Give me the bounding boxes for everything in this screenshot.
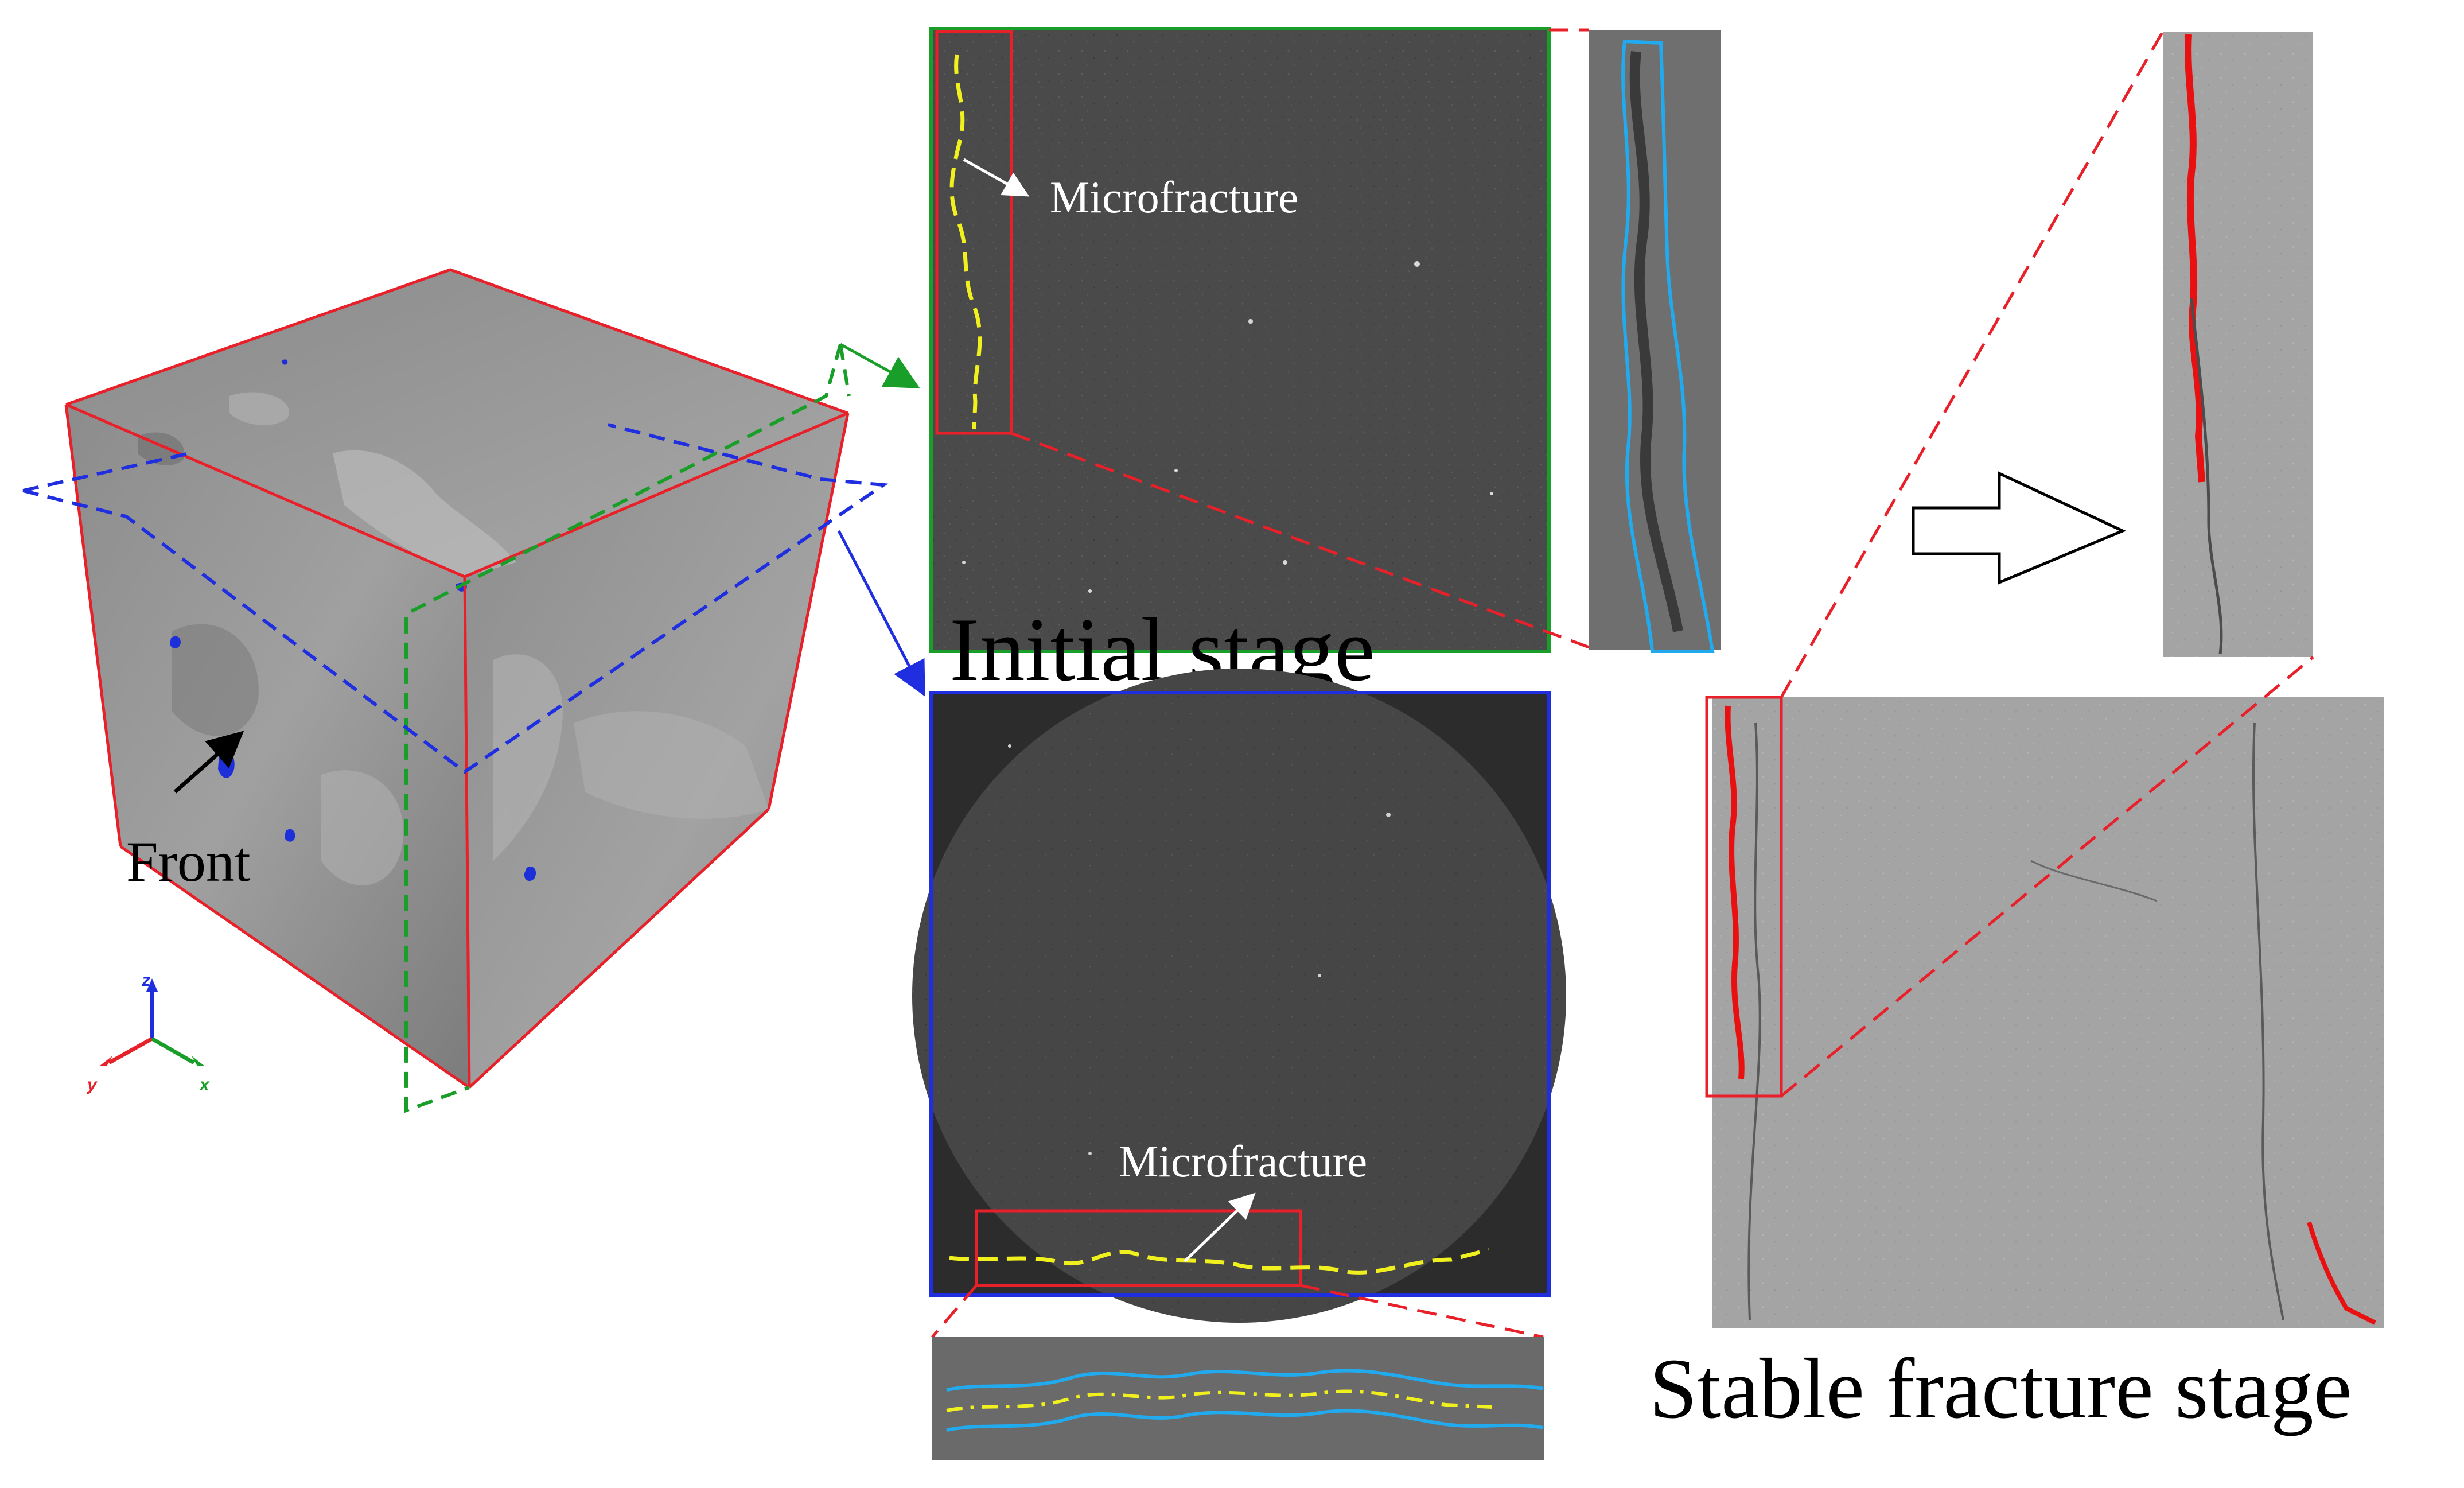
slice-speckles [962,261,1493,593]
blue-connector-arrow [837,530,925,697]
green-connector-arrow [839,343,920,388]
fracture-trace-vertical [949,54,982,430]
zoom-lines-bottom [931,1284,1544,1339]
ct-slice-vertical: Microfracture [929,27,1551,653]
microfracture-arrow-top [963,158,1030,197]
zoom-strip-horizontal [932,1337,1544,1460]
horizontal-section-plane [22,423,889,774]
axis-y-label: y [86,1075,98,1094]
microfracture-arrow-bottom [1184,1192,1256,1262]
microfracture-label-bottom: Microfracture [1119,1136,1367,1186]
front-label: Front [126,830,251,893]
zoom-lines-stable [1780,30,2314,1097]
horizontal-plane-left-edge [22,452,190,492]
fracture-trace-strip [946,1389,1492,1412]
coordinate-axes: z y x [86,971,210,1094]
front-arrow [173,731,244,794]
vertical-section-plane [404,344,842,1113]
vertical-plane-top-edge [839,344,851,397]
fracture-fill-stable [1725,705,1745,1079]
fracture-outline-horizontal [946,1369,1544,1392]
axis-x-label: x [198,1075,210,1094]
fracture-outline-vertical [1621,39,1715,653]
roi-box-horizontal [975,1209,1302,1287]
zoom-lines-top [1011,28,1590,649]
zoom-strip-stable [2163,32,2313,657]
roi-box-stable [1705,696,1783,1098]
cube-3d: Front [22,268,889,1113]
fracture-fill-stable-corner [2307,1221,2376,1325]
ct-slice-stable [1705,696,2384,1328]
cube-left-face [66,405,469,1087]
slice-speckles-bottom [1008,744,1391,1155]
stage-transition-arrow [1912,471,2127,585]
fracture-trace-horizontal [949,1248,1489,1275]
zoom-strip-vertical [1589,30,1721,653]
microfracture-label-top: Microfracture [1050,172,1298,222]
cube-top-face [66,270,848,577]
fracture-fill-stable-strip [2185,34,2205,483]
stable-stage-label: Stable fracture stage [1649,1341,2352,1436]
ct-slice-horizontal: Microfracture [912,669,1566,1323]
axis-z-label: z [141,971,150,990]
roi-box-vertical [935,30,1013,435]
